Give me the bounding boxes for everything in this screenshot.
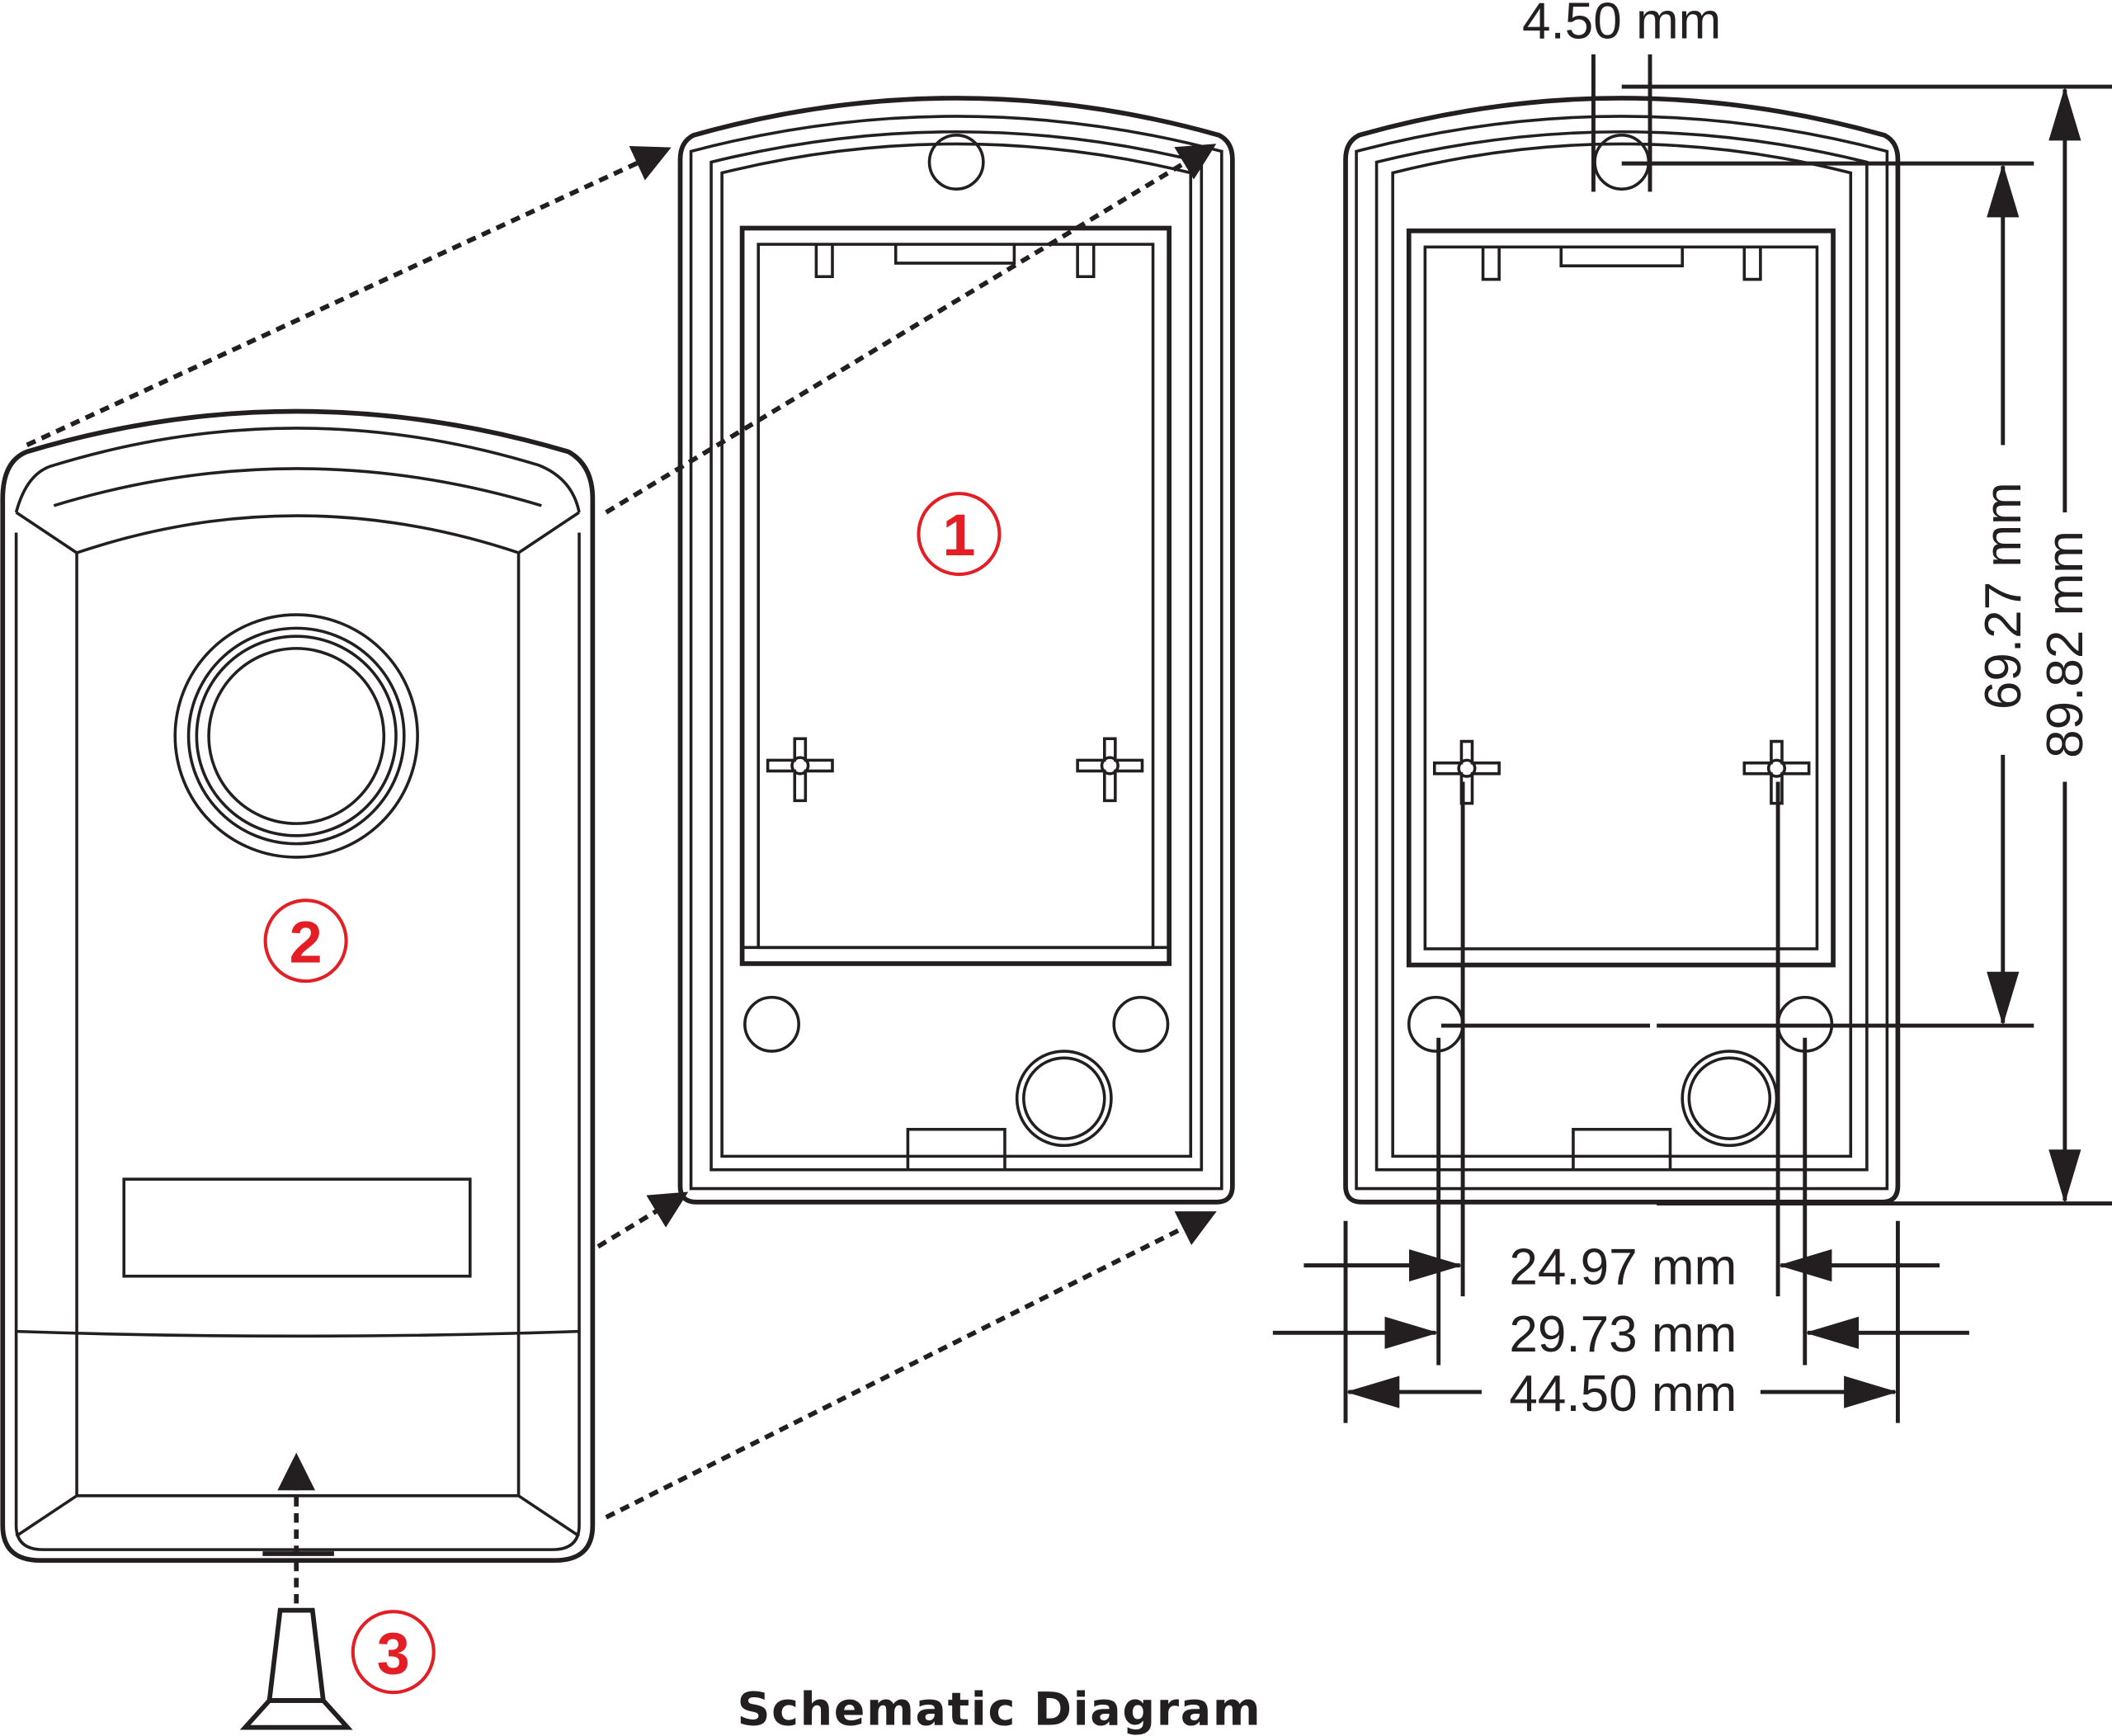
dim-hole-vertical-spacing: 69.27 mm bbox=[1975, 482, 2032, 710]
dim-hole-diameter: 4.50 mm bbox=[1522, 0, 1721, 50]
diagram-title: Schematic Diagram bbox=[738, 1682, 1262, 1736]
callout-2: 2 bbox=[263, 899, 348, 984]
callout-2-label: 2 bbox=[290, 909, 323, 975]
mounting-cross-icon bbox=[1432, 739, 1501, 805]
mounting-cross-icon bbox=[1076, 737, 1144, 803]
dim-outer-hole-spacing: 29.73 mm bbox=[1509, 1306, 1737, 1363]
assembly-arrows bbox=[26, 144, 1217, 1520]
dimensioned-back-box bbox=[1343, 96, 1901, 1205]
callout-3: 3 bbox=[351, 1610, 436, 1695]
camera-lens bbox=[173, 613, 419, 859]
callout-3-label: 3 bbox=[377, 1620, 410, 1686]
dim-inner-hole-spacing: 24.97 mm bbox=[1509, 1238, 1737, 1295]
dimension-lines bbox=[1272, 54, 2112, 1423]
back-box bbox=[677, 96, 1235, 1205]
mounting-cross-icon bbox=[1742, 739, 1811, 805]
screw-icon bbox=[239, 1452, 353, 1730]
name-plate bbox=[122, 1177, 472, 1278]
dim-total-height: 89.82 mm bbox=[2037, 531, 2094, 758]
front-cover bbox=[0, 408, 596, 1564]
callout-1: 1 bbox=[917, 492, 1002, 577]
mounting-cross-icon bbox=[766, 737, 834, 803]
callout-1-label: 1 bbox=[942, 502, 975, 568]
dim-total-width: 44.50 mm bbox=[1509, 1366, 1737, 1422]
